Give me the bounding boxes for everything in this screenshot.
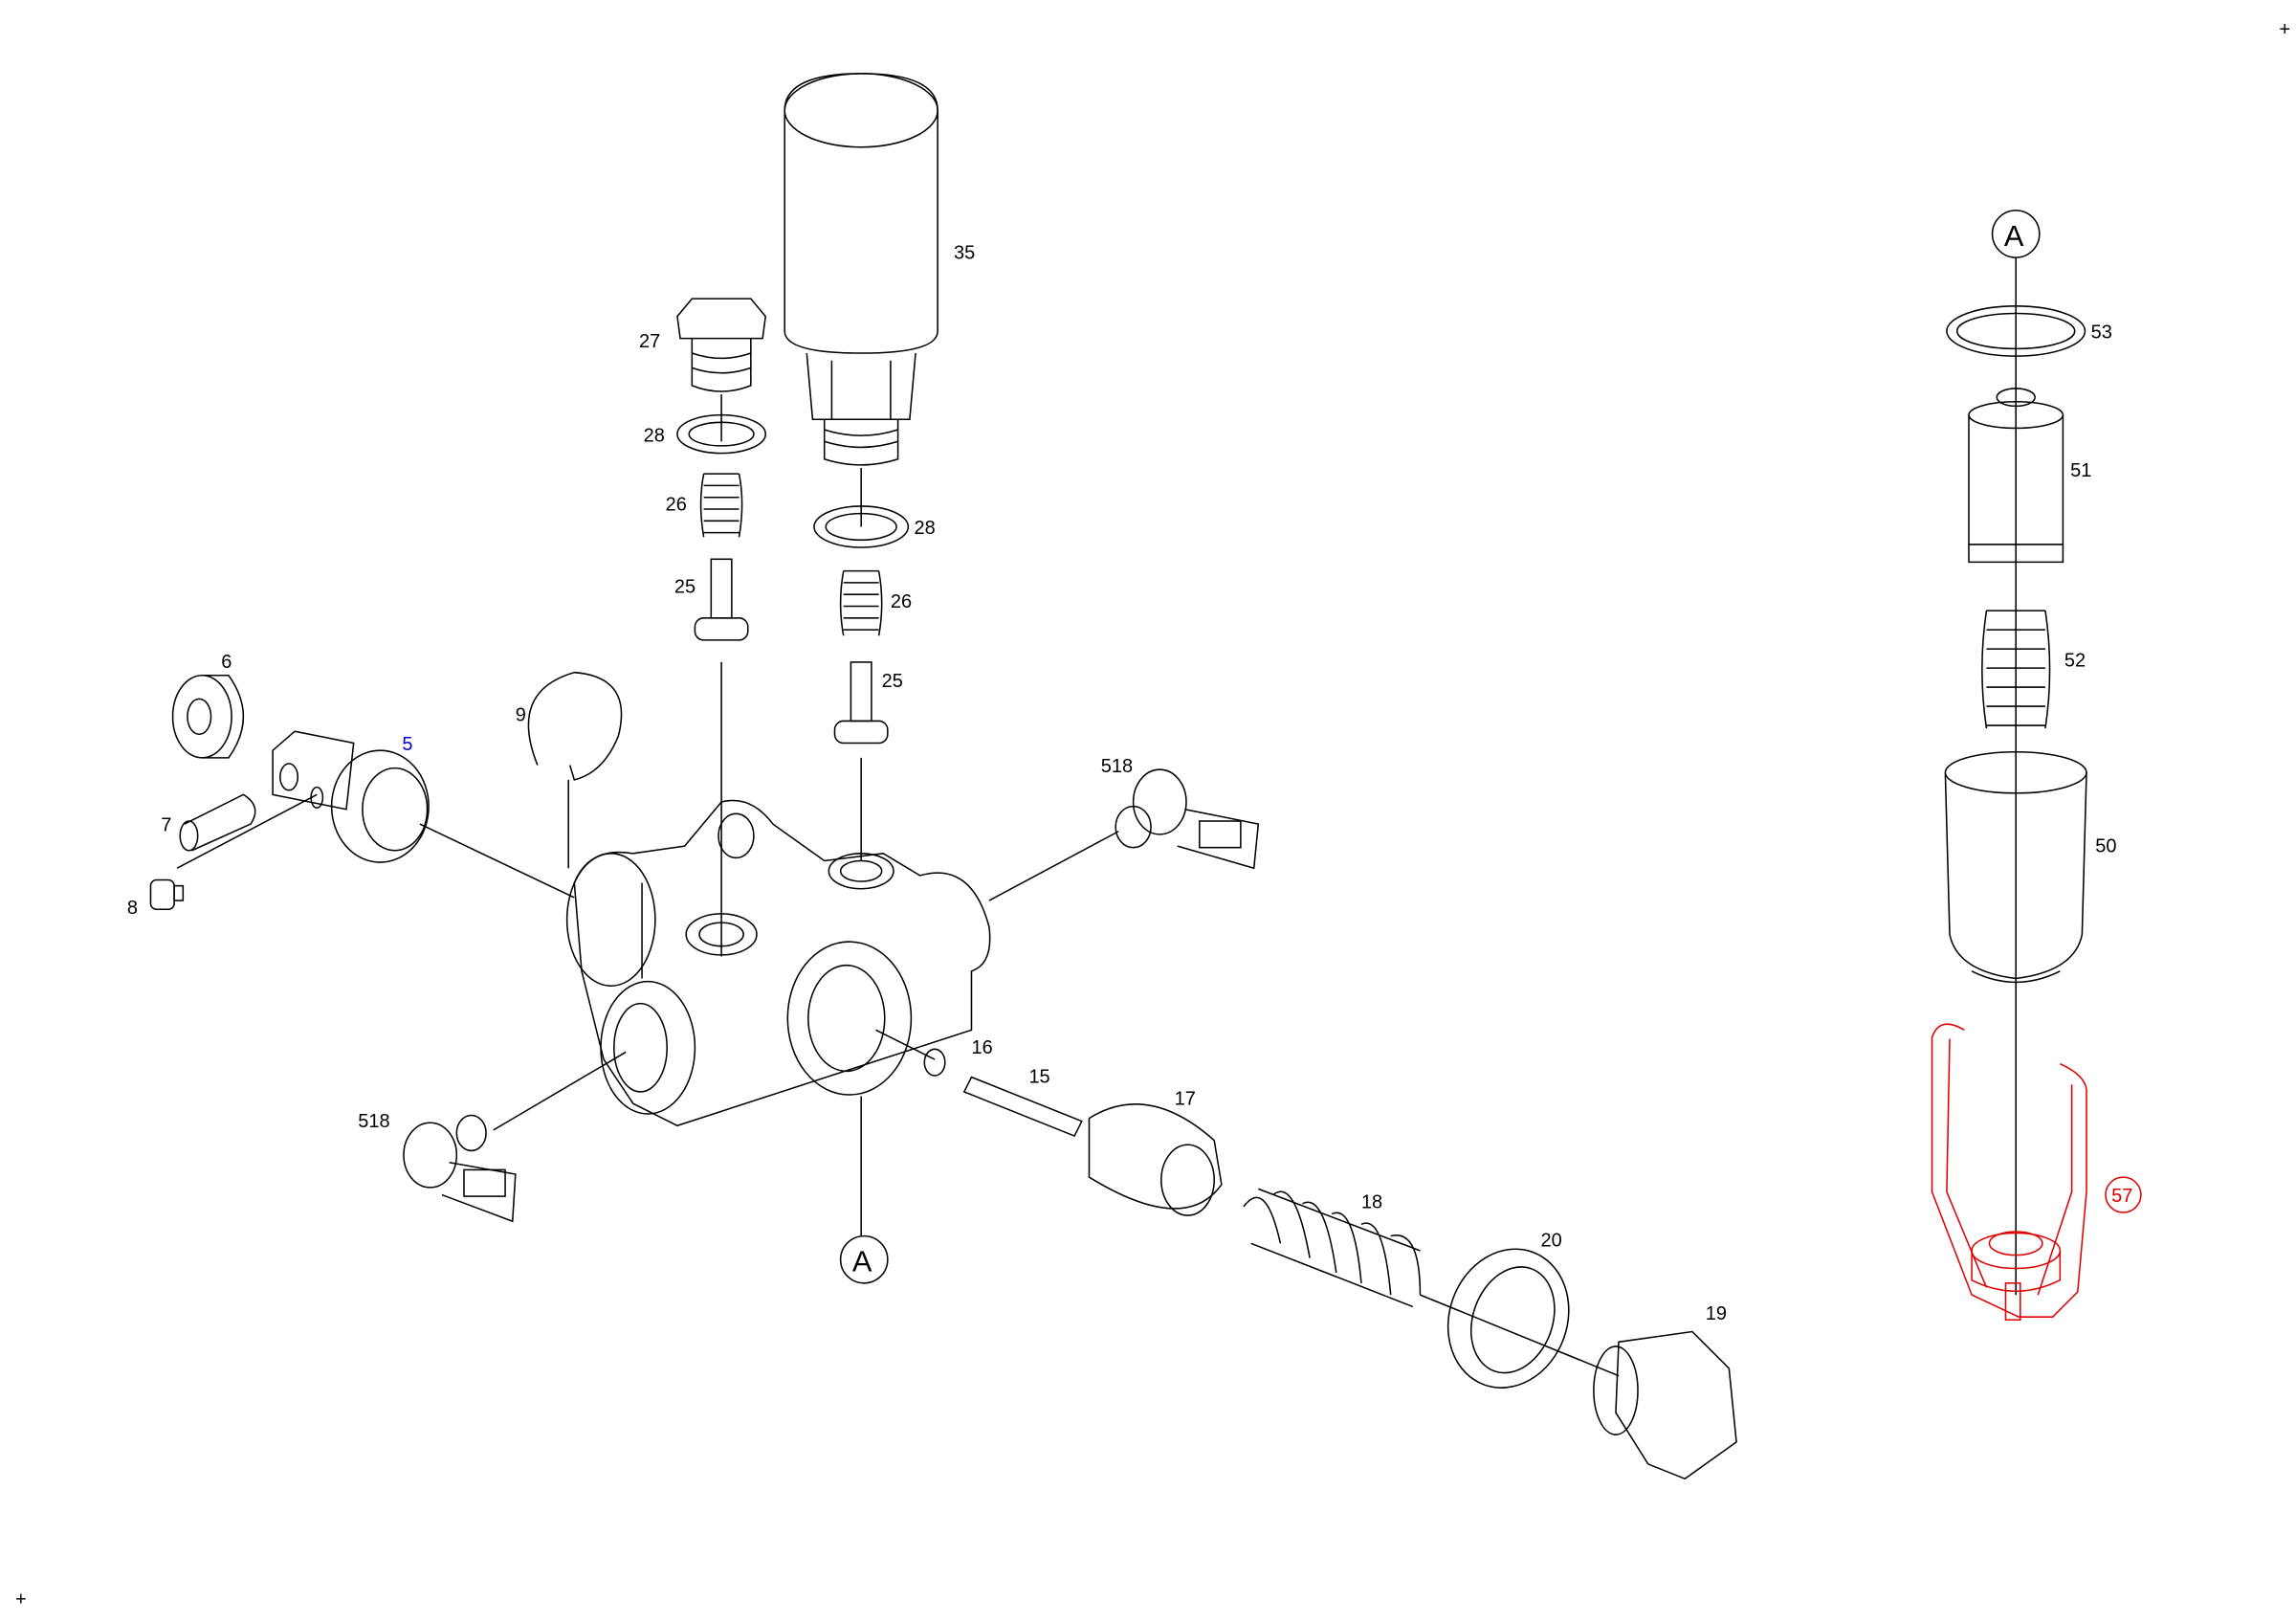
part-label-19[interactable]: 19 [1706,1303,1727,1324]
part-28-washer[interactable] [813,505,910,548]
part-label-17[interactable]: 17 [1175,1089,1196,1110]
part-label-28[interactable]: 28 [915,518,936,539]
part-label-9[interactable]: 9 [516,704,526,725]
part-25-pin[interactable] [833,661,889,861]
reference-label: A [852,1245,872,1278]
part-label-57: 57 [2111,1186,2132,1207]
part-label-18[interactable]: 18 [1361,1191,1382,1212]
part-25-pin[interactable] [694,558,749,957]
part-18-spring[interactable] [1243,1188,1422,1308]
pump-housing[interactable] [565,799,991,1127]
leader-lines [176,779,1119,1236]
part-label-7[interactable]: 7 [161,815,171,836]
part-label-51[interactable]: 51 [2070,460,2091,481]
washer-inner [825,512,897,542]
reference-label: A [2004,219,2024,253]
part-20-washer[interactable] [1429,1232,1588,1405]
part-label-16[interactable]: 16 [971,1037,992,1058]
part-27-plug[interactable] [676,298,767,442]
part-51-filter-insert[interactable] [1968,388,2064,564]
part-label-15[interactable]: 15 [1028,1067,1049,1088]
part-label-6[interactable]: 6 [221,652,232,673]
part-16-o-ring[interactable] [923,1048,946,1077]
part-label-28[interactable]: 28 [644,425,665,446]
part-15-pin[interactable] [962,1076,1083,1138]
part-label-50[interactable]: 50 [2095,835,2116,856]
part-57-bracket[interactable] [1931,1023,2087,1322]
part-19-plug[interactable] [1593,1330,1737,1480]
part-label-27[interactable]: 27 [639,331,660,352]
corner-mark: + [15,1590,27,1611]
part-26-spring[interactable] [839,569,883,636]
part-label-25[interactable]: 25 [882,671,903,692]
corner-mark: + [2279,19,2290,40]
part-28-washer[interactable] [676,413,766,455]
leader-line [1420,1294,1620,1377]
part-52-spring[interactable] [1981,610,2051,729]
part-518-fitting[interactable] [403,1114,517,1223]
part-label-53[interactable]: 53 [2091,322,2112,344]
part-label-5[interactable]: 5 [402,734,412,755]
part-label-52[interactable]: 52 [2064,651,2086,672]
washer-inner [688,421,755,447]
part-57-callout[interactable]: 57 [2105,1176,2142,1213]
part-518-fitting[interactable] [1115,768,1260,870]
part-50-bowl[interactable] [1944,750,2087,984]
part-label-518[interactable]: 518 [358,1111,389,1132]
part-label-20[interactable]: 20 [1541,1230,1562,1251]
part-label-26[interactable]: 26 [666,495,687,516]
part-label-25[interactable]: 25 [674,577,695,598]
part-17-sleeve[interactable] [1088,1103,1223,1216]
part-7-pin[interactable] [179,793,256,852]
part-8-button[interactable] [149,878,185,911]
part-53-seal-ring[interactable] [1946,305,2086,357]
part-6-bushing[interactable] [171,675,245,759]
part-26-spring[interactable] [699,473,743,538]
part-9-circlip[interactable] [527,671,623,781]
part-label-8[interactable]: 8 [127,898,138,919]
part-label-518[interactable]: 518 [1101,756,1133,777]
part-5-lever-body[interactable] [272,730,430,863]
reference-A-right[interactable]: A [1991,210,2041,258]
part-label-26[interactable]: 26 [891,591,912,612]
reference-A-left[interactable]: A [839,1234,889,1284]
part-35-cylinder[interactable] [784,73,938,527]
part-label-35[interactable]: 35 [954,243,975,264]
